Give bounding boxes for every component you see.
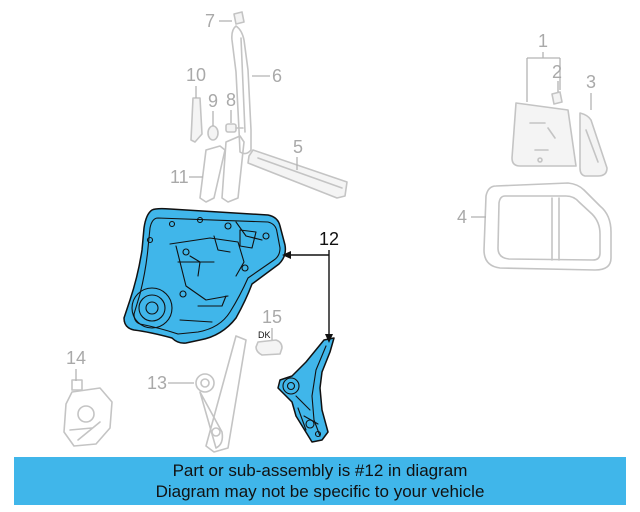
callout-3-label: 3 xyxy=(586,72,596,92)
arrowhead-icon xyxy=(325,334,333,343)
callout-9: 9 xyxy=(208,91,218,126)
svg-text:DK: DK xyxy=(258,330,271,340)
callout-11-label: 11 xyxy=(170,167,189,187)
callout-14-label: 14 xyxy=(66,348,86,368)
part-15-clip[interactable] xyxy=(255,339,283,356)
callout-12: 12 xyxy=(282,229,339,343)
part-12-regulator-arm[interactable] xyxy=(277,337,335,443)
part-2-clip[interactable] xyxy=(551,91,563,105)
callout-2-label: 2 xyxy=(552,62,562,82)
banner-line-2: Diagram may not be specific to your vehi… xyxy=(155,482,485,501)
callout-6-label: 6 xyxy=(272,66,282,86)
part-13-regulator[interactable] xyxy=(195,335,247,453)
part-5-weatherstrip[interactable] xyxy=(247,149,348,199)
part-4-frame[interactable] xyxy=(483,182,612,271)
callout-15: 15 xyxy=(262,307,282,340)
callout-13-label: 13 xyxy=(147,373,167,393)
callout-9-label: 9 xyxy=(208,91,218,111)
callout-4-label: 4 xyxy=(457,207,467,227)
part-14-motor[interactable] xyxy=(63,379,113,447)
callout-7-label: 7 xyxy=(205,11,215,31)
callout-2: 2 xyxy=(552,62,562,92)
callout-4: 4 xyxy=(457,207,486,227)
callout-8-label: 8 xyxy=(226,90,236,110)
callout-8: 8 xyxy=(226,90,236,123)
callout-1-label: 1 xyxy=(538,31,548,51)
banner-line-1: Part or sub-assembly is #12 in diagram xyxy=(172,461,468,480)
callout-13: 13 xyxy=(147,373,194,393)
part-11-lower-channel[interactable] xyxy=(199,135,245,203)
part-7-cap[interactable] xyxy=(233,11,245,25)
callout-5-label: 5 xyxy=(293,137,303,157)
part-1-glass[interactable] xyxy=(511,102,577,167)
part-12-door-module-panel[interactable]: DK xyxy=(123,207,287,344)
callout-3: 3 xyxy=(586,72,596,110)
part-3-vent-glass[interactable] xyxy=(579,112,608,177)
callout-15-label: 15 xyxy=(262,307,282,327)
callout-14: 14 xyxy=(66,348,86,381)
part-6-pillar-channel[interactable] xyxy=(231,25,252,155)
callout-5: 5 xyxy=(293,137,303,170)
parts-diagram: 1 2 3 4 5 xyxy=(63,11,612,453)
callout-12-label: 12 xyxy=(319,229,339,249)
callout-7: 7 xyxy=(205,11,232,31)
part-10-trim-strip[interactable] xyxy=(190,97,203,143)
callout-1: 1 xyxy=(526,31,561,102)
callout-10: 10 xyxy=(186,65,206,98)
part-9-grommet[interactable] xyxy=(207,125,219,141)
info-banner: Part or sub-assembly is #12 in diagram D… xyxy=(14,457,626,505)
part-8-bolt[interactable] xyxy=(225,123,244,133)
callout-6: 6 xyxy=(252,66,282,86)
arrowhead-icon xyxy=(282,251,291,259)
callout-10-label: 10 xyxy=(186,65,206,85)
callout-11: 11 xyxy=(170,167,203,187)
